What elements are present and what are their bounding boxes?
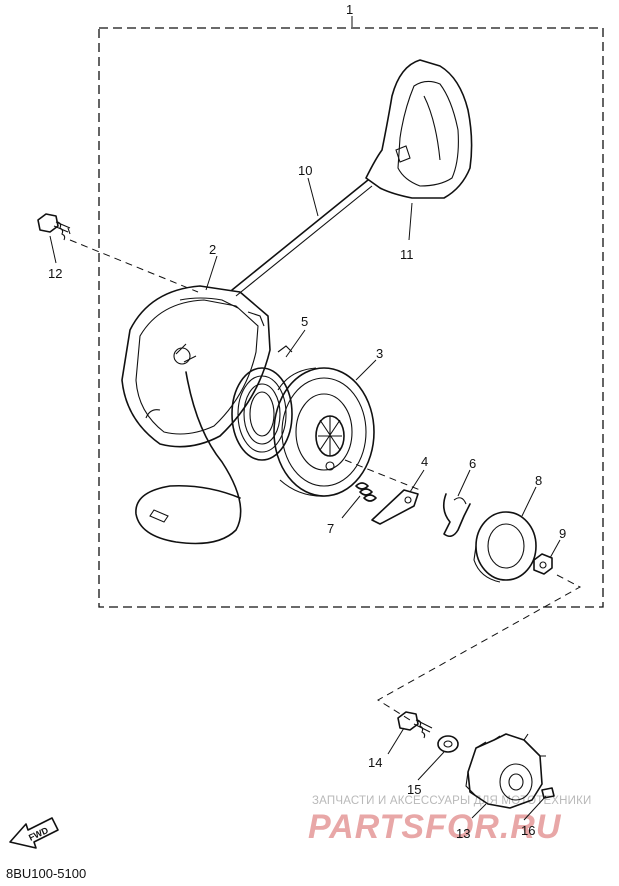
handle-part-11 (365, 59, 473, 199)
washer-part-15 (437, 735, 459, 753)
leader-lines (49, 177, 561, 821)
label-part-13: 13 (456, 826, 470, 841)
label-part-7: 7 (327, 521, 334, 536)
pawl-part-4 (371, 489, 419, 525)
plate-part-8 (473, 511, 537, 583)
label-part-2: 2 (209, 242, 216, 257)
label-part-12: 12 (48, 266, 62, 281)
watermark-logo: PARTSFOR.RU (308, 808, 562, 846)
guide-lines (69, 239, 582, 721)
bolt-part-12 (37, 213, 71, 241)
clip-part-6 (442, 493, 471, 538)
label-part-14: 14 (368, 755, 382, 770)
label-part-11: 11 (400, 247, 414, 262)
label-part-8: 8 (535, 473, 542, 488)
part-labels: 1 2 3 4 5 6 7 8 9 10 11 12 13 14 15 16 (48, 2, 566, 841)
label-part-10: 10 (298, 163, 312, 178)
starter-case-part-2 (121, 285, 271, 448)
label-part-16: 16 (521, 823, 535, 838)
key-part-16 (541, 787, 555, 799)
label-assembly-1: 1 (346, 2, 353, 17)
pulley-part-3 (273, 367, 375, 497)
assembly-boundary (98, 16, 604, 608)
label-part-6: 6 (469, 456, 476, 471)
label-part-9: 9 (559, 526, 566, 541)
rope-part-10 (231, 179, 373, 297)
spring-part-7 (355, 482, 377, 502)
drawing-code: 8BU100-5100 (6, 866, 86, 881)
label-part-5: 5 (301, 314, 308, 329)
label-part-15: 15 (407, 782, 421, 797)
spring-part-5 (231, 345, 293, 461)
label-part-4: 4 (421, 454, 428, 469)
label-part-3: 3 (376, 346, 383, 361)
nut-part-9 (533, 553, 553, 575)
rope-loop (135, 371, 242, 545)
bolt-part-14 (397, 711, 433, 739)
fwd-arrow-icon: FWD (9, 817, 59, 849)
starter-pulley-part-13 (465, 733, 546, 809)
